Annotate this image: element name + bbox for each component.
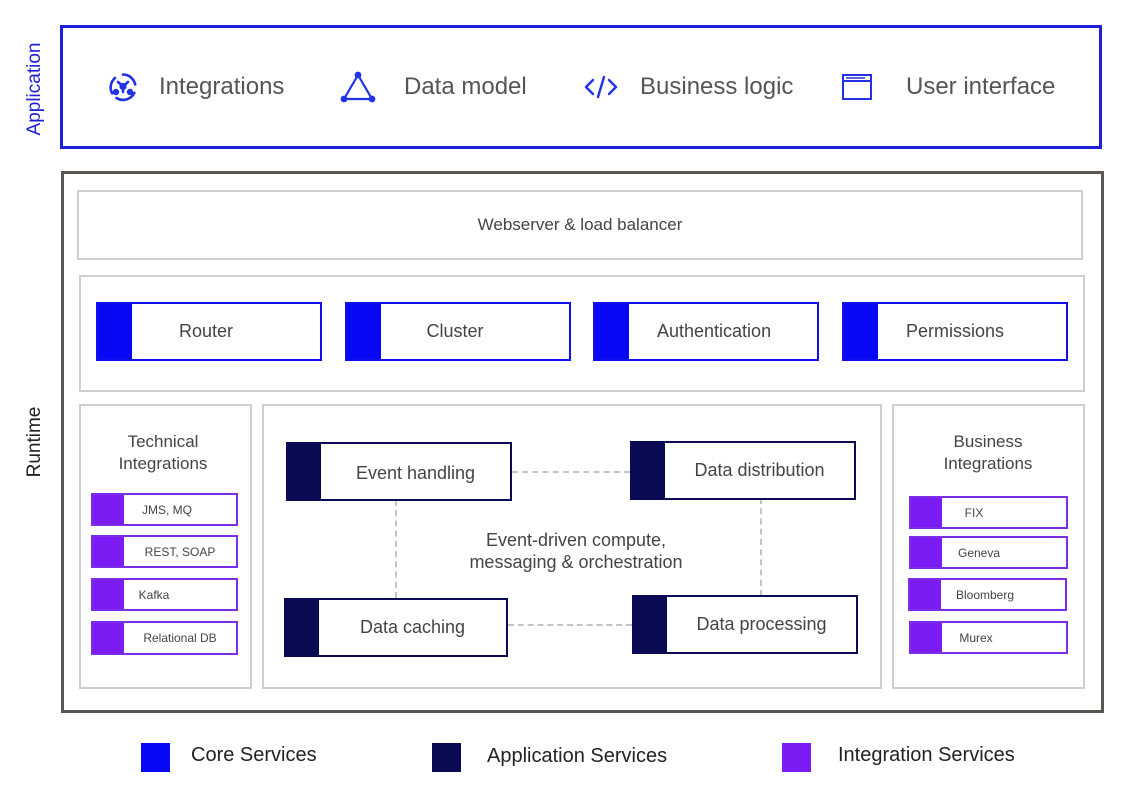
- integration-marker: [910, 580, 941, 609]
- integration-label: Relational DB: [143, 631, 217, 645]
- core-service-authentication: Authentication: [593, 302, 819, 361]
- integration-marker: [911, 498, 942, 527]
- integration-label: FIX: [964, 505, 984, 520]
- runtime-layer-label: Runtime: [24, 406, 45, 478]
- app-service-marker: [632, 443, 665, 498]
- core-service-label: Cluster: [426, 321, 484, 341]
- integration-marker: [911, 623, 942, 652]
- app-service-label: Event handling: [355, 462, 476, 483]
- core-service-marker: [98, 304, 132, 359]
- event-driven-caption: Event-driven compute, messaging & orches…: [469, 530, 683, 572]
- integration-item-geneva: Geneva: [909, 536, 1068, 569]
- connector-line: [512, 471, 630, 473]
- integration-marker: [93, 495, 124, 524]
- integrations-icon: [107, 71, 139, 103]
- core-service-router: Router: [96, 302, 322, 361]
- app-item-label: Data model: [404, 73, 527, 100]
- business-integrations-title: Business Integrations: [943, 432, 1033, 473]
- legend-label-application: Application Services: [487, 745, 668, 767]
- integration-label: Bloomberg: [955, 587, 1015, 602]
- app-service-marker: [286, 600, 319, 655]
- application-layer-label: Application: [24, 42, 45, 136]
- webserver-panel: Webserver & load balancer: [77, 190, 1083, 260]
- integration-label: Murex: [959, 630, 993, 645]
- core-service-label: Authentication: [657, 321, 772, 341]
- app-service-data-distribution: Data distribution: [630, 441, 856, 500]
- webserver-label: Webserver & load balancer: [477, 215, 683, 234]
- core-service-label: Router: [178, 321, 234, 341]
- app-service-data-caching: Data caching: [284, 598, 508, 657]
- legend-swatch-integration: [782, 743, 811, 772]
- code-icon: [584, 72, 618, 102]
- integration-item-jms-mq: JMS, MQ: [91, 493, 238, 526]
- app-item-label: Integrations: [159, 73, 285, 100]
- legend-label-core: Core Services: [191, 744, 317, 766]
- runtime-layer: [61, 171, 1104, 713]
- connector-line: [760, 498, 762, 596]
- app-service-marker: [634, 597, 667, 652]
- integration-marker: [911, 538, 942, 567]
- connector-line: [395, 500, 397, 598]
- app-item-label: Business logic: [640, 73, 794, 100]
- integration-marker: [93, 537, 124, 566]
- core-service-marker: [844, 304, 878, 359]
- integration-item-fix: FIX: [909, 496, 1068, 529]
- integration-item-kafka: Kafka: [91, 578, 238, 611]
- core-service-cluster: Cluster: [345, 302, 571, 361]
- legend-swatch-application: [432, 743, 461, 772]
- app-item-business-logic: Business logic: [584, 28, 793, 146]
- integration-label: Geneva: [957, 545, 1001, 560]
- app-service-marker: [288, 444, 321, 499]
- legend-swatch-core: [141, 743, 170, 772]
- app-service-data-processing: Data processing: [632, 595, 858, 654]
- integration-item-bloomberg: Bloomberg: [908, 578, 1067, 611]
- technical-integrations-title: Technical Integrations: [118, 432, 208, 473]
- app-service-label: Data processing: [696, 614, 827, 634]
- browser-window-icon: [841, 72, 873, 102]
- integration-item-rest-soap: REST, SOAP: [91, 535, 238, 568]
- integration-label: Kafka: [138, 587, 170, 602]
- integration-label: REST, SOAP: [144, 544, 216, 559]
- core-service-label: Permissions: [906, 321, 1005, 341]
- application-layer: Integrations Data model Business logic: [60, 25, 1102, 149]
- integration-marker: [93, 623, 124, 653]
- app-service-label: Data distribution: [694, 460, 825, 480]
- app-item-integrations: Integrations: [107, 28, 284, 146]
- app-item-data-model: Data model: [340, 28, 527, 146]
- integration-marker: [93, 580, 124, 609]
- core-service-permissions: Permissions: [842, 302, 1068, 361]
- app-item-user-interface: User interface: [841, 28, 1055, 146]
- core-service-marker: [347, 304, 381, 359]
- triangle-nodes-icon: [340, 70, 376, 104]
- connector-line: [508, 624, 632, 626]
- app-service-event-handling: Event handling: [286, 442, 512, 501]
- integration-item-relational-db: Relational DB: [91, 621, 238, 655]
- app-item-label: User interface: [906, 73, 1056, 100]
- integration-item-murex: Murex: [909, 621, 1068, 654]
- core-service-marker: [595, 304, 629, 359]
- integration-label: JMS, MQ: [142, 502, 192, 517]
- legend-label-integration: Integration Services: [838, 744, 1015, 766]
- app-service-label: Data caching: [359, 617, 466, 637]
